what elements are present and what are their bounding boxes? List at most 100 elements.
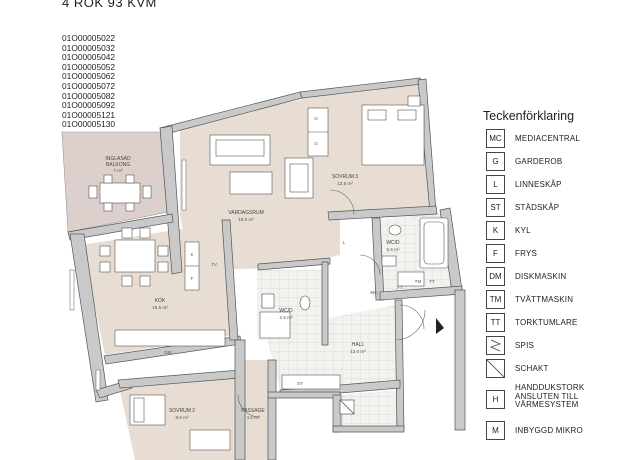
wall bbox=[394, 299, 405, 431]
fixture-label-k: K bbox=[190, 252, 194, 257]
nightstand bbox=[407, 95, 421, 107]
apartment-code: 01O00005092 bbox=[62, 100, 116, 111]
apartment-title: 4 ROK 93 KVM bbox=[62, 0, 157, 10]
fixture-label-mc: MC bbox=[370, 290, 378, 295]
kitchen-chair bbox=[121, 227, 133, 239]
living-name: VARDAGSRUM bbox=[228, 210, 263, 216]
apartment-code-list: 01O00005022 01O00005032 01O00005042 01O0… bbox=[62, 33, 116, 130]
fixture-label-l: L bbox=[343, 240, 346, 245]
fixture-label-tv: TV bbox=[211, 262, 218, 267]
legend-label: GARDEROB bbox=[515, 157, 563, 166]
legend-label: SCHAKT bbox=[515, 364, 549, 373]
washer-dryer bbox=[397, 271, 425, 287]
balcony-table bbox=[99, 182, 141, 204]
bedroom3-name: SOVRUM 3 bbox=[332, 174, 358, 180]
toilet bbox=[388, 224, 402, 236]
legend-label: LINNESKÅP bbox=[515, 180, 562, 189]
fixture-label-g: G bbox=[314, 116, 318, 121]
kitchen-chair bbox=[157, 261, 169, 273]
pillow bbox=[367, 109, 387, 121]
wc1-name: WC/D bbox=[386, 240, 400, 246]
wall bbox=[321, 261, 329, 346]
passage-name: PASSAGE bbox=[241, 408, 265, 414]
kitchen-chair bbox=[157, 245, 169, 257]
legend-code: L bbox=[486, 175, 505, 194]
door-swing bbox=[399, 304, 425, 330]
fixture-label-f: F bbox=[191, 276, 194, 281]
legend-label: FRYS bbox=[515, 249, 537, 258]
door-swing bbox=[237, 394, 261, 418]
wall bbox=[267, 391, 341, 399]
entrance-door-swing bbox=[394, 309, 426, 341]
window bbox=[69, 269, 75, 311]
apartment-code: 01O00005121 bbox=[62, 109, 116, 120]
legend-code: G bbox=[486, 152, 505, 171]
fixture-label-dm: DM bbox=[164, 350, 171, 355]
balcony-area: 7 m² bbox=[113, 168, 123, 173]
bathtub-inner bbox=[423, 221, 445, 265]
balcony-name-1: INGLASAD bbox=[105, 156, 131, 162]
legend-code: F bbox=[486, 244, 505, 263]
washbasin bbox=[261, 293, 275, 309]
legend-code: ST bbox=[486, 198, 505, 217]
balcony-name-2: BALKONG bbox=[106, 162, 130, 168]
balcony-chair bbox=[125, 202, 135, 212]
walls bbox=[67, 77, 466, 460]
bed-pillow bbox=[133, 397, 145, 423]
toilet bbox=[299, 295, 311, 311]
stove-icon bbox=[486, 336, 505, 355]
wall bbox=[454, 289, 466, 431]
living-area: 19.6 m² bbox=[238, 217, 254, 222]
legend-code: MC bbox=[486, 129, 505, 148]
legend-code: DM bbox=[486, 267, 505, 286]
window bbox=[95, 369, 101, 391]
legend-code: K bbox=[486, 221, 505, 240]
bedroom3-area: 13.5 m² bbox=[337, 181, 353, 186]
entrance-marker-icon bbox=[436, 318, 444, 334]
kitchen-chair bbox=[139, 275, 151, 287]
washbasin bbox=[381, 255, 397, 267]
legend-code: TM bbox=[486, 290, 505, 309]
fixture-label-ft: FT bbox=[397, 285, 403, 290]
wall bbox=[267, 359, 277, 460]
fixture-label-tm: TM bbox=[415, 279, 422, 284]
apartment-code: 01O00005082 bbox=[62, 90, 116, 101]
legend-code: M bbox=[486, 421, 505, 440]
legend-label-line: VÄRMESYSTEM bbox=[515, 400, 579, 410]
shaft-icon bbox=[486, 359, 505, 378]
legend-label-line: ANSLUTEN TILL bbox=[515, 391, 579, 401]
apartment-code: 01O00005032 bbox=[62, 42, 116, 53]
legend-label: SPIS bbox=[515, 341, 535, 350]
wall bbox=[327, 205, 438, 221]
apartment-code: 01O00005052 bbox=[62, 61, 116, 72]
bedroom2-area: 8.5 m² bbox=[175, 415, 188, 420]
armchair-inner bbox=[289, 163, 309, 193]
legend-label-line: HANDDUKSTORK bbox=[515, 383, 585, 392]
door-swing bbox=[359, 254, 381, 276]
hall-name: HALL bbox=[352, 342, 365, 348]
hall-cabinet bbox=[281, 374, 341, 390]
balcony-chair bbox=[88, 185, 98, 199]
apartment-code: 01O00005062 bbox=[62, 71, 116, 82]
balcony-chair bbox=[103, 202, 113, 212]
wall bbox=[234, 339, 246, 460]
dining-table bbox=[114, 239, 156, 273]
kitchen-chair bbox=[121, 275, 133, 287]
kitchen-chair bbox=[139, 227, 151, 239]
legend-label: TVÄTTMASKIN bbox=[515, 295, 574, 304]
hall-floor bbox=[265, 305, 400, 390]
kitchen-area: 15.5 m² bbox=[152, 305, 168, 310]
pillow bbox=[397, 109, 417, 121]
window bbox=[181, 159, 187, 211]
apartment-code: 01O00005022 bbox=[62, 33, 116, 43]
hall-area: 13.0 m² bbox=[350, 349, 366, 354]
legend-label: MEDIACENTRAL bbox=[515, 134, 581, 143]
kitchen-chair bbox=[99, 245, 111, 257]
wall bbox=[159, 125, 183, 275]
balcony-chair bbox=[142, 185, 152, 199]
kitchen-name: KÖK bbox=[155, 297, 166, 304]
legend-code: TT bbox=[486, 313, 505, 332]
shaft-icon bbox=[339, 399, 355, 415]
passage-area: 4.5 m² bbox=[246, 415, 259, 420]
